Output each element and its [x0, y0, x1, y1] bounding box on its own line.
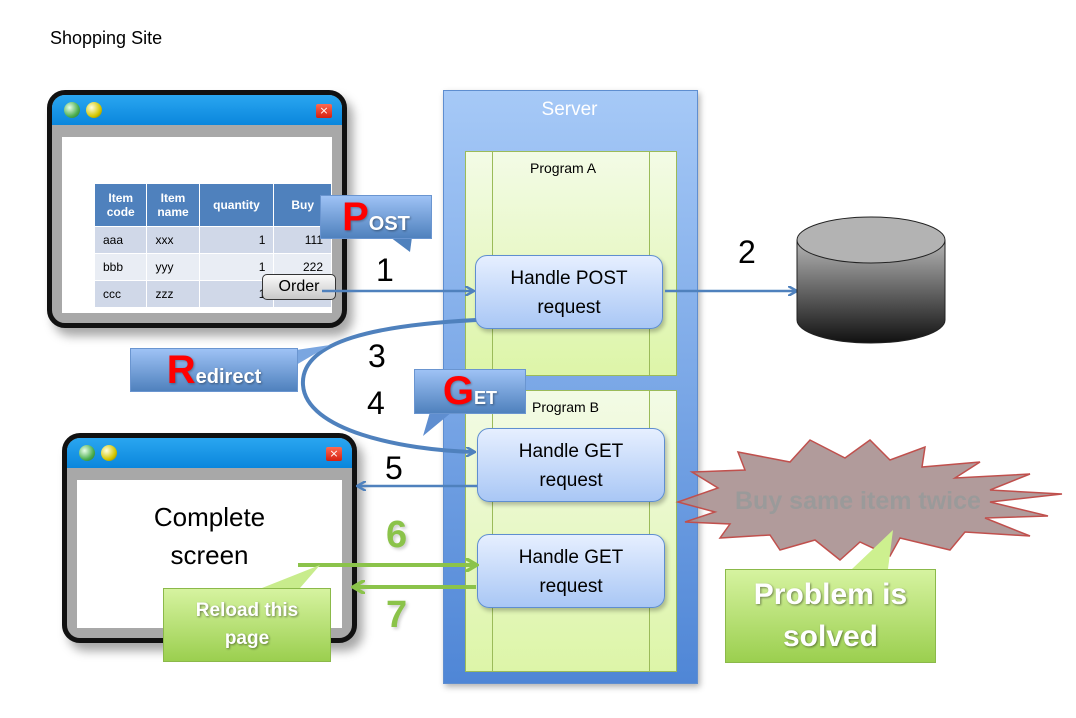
reload-callout-tail — [262, 565, 320, 588]
step-7: 7 — [386, 594, 408, 636]
cell: ccc — [93, 280, 148, 308]
page-title: Shopping Site — [50, 28, 163, 48]
green-ball-icon — [64, 102, 80, 118]
green-ball-icon — [79, 445, 95, 461]
step-6: 6 — [386, 514, 408, 556]
get-callout: GET — [414, 369, 526, 414]
redirect-callout-tail — [296, 345, 330, 365]
complete-screen-text: Complete screen — [153, 502, 266, 570]
problem-solved-callout: Problem is solved — [725, 569, 936, 663]
cell: bbb — [93, 253, 148, 281]
step-1: 1 — [376, 252, 394, 288]
order-button[interactable]: Order — [262, 274, 336, 300]
header-quantity: quantity — [198, 183, 275, 227]
close-icon[interactable]: × — [316, 104, 332, 118]
window-titlebar: × — [67, 438, 352, 468]
database-icon — [796, 216, 946, 344]
yellow-ball-icon — [101, 445, 117, 461]
handle-post-request: Handle POST request — [475, 255, 663, 329]
arrow-redirect-curve — [300, 318, 476, 452]
step-3: 3 — [368, 338, 386, 374]
table-row: ccc zzz 1 333 — [93, 280, 332, 308]
cell: yyy — [146, 253, 200, 281]
solved-callout-tail — [852, 530, 893, 569]
post-callout: POST — [320, 195, 432, 239]
buy-twice-text: Buy same item twice — [735, 487, 981, 515]
step-4: 4 — [367, 385, 385, 421]
yellow-ball-icon — [86, 102, 102, 118]
handle-get-request-2: Handle GET request — [477, 534, 665, 608]
cell: 1 — [198, 253, 275, 281]
get-callout-tail — [423, 412, 452, 436]
cell: 1 — [198, 226, 275, 254]
close-icon[interactable]: × — [326, 447, 342, 461]
burst-shape — [675, 439, 1063, 561]
window-titlebar: × — [52, 95, 342, 125]
step-5: 5 — [385, 450, 403, 486]
redirect-callout: Redirect — [130, 348, 298, 392]
step-2: 2 — [738, 234, 756, 270]
table-row: aaa xxx 1 111 — [93, 226, 332, 254]
program-b-label: Program B — [532, 399, 599, 415]
program-a-label: Program A — [530, 160, 597, 176]
cell: 1 — [198, 280, 275, 308]
handle-get-request-1: Handle GET request — [477, 428, 665, 502]
cell: xxx — [146, 226, 200, 254]
cell: aaa — [93, 226, 148, 254]
server-label: Server — [541, 99, 598, 120]
reload-callout: Reload this page — [163, 588, 331, 662]
cell: zzz — [146, 280, 200, 308]
post-callout-tail — [390, 237, 412, 252]
